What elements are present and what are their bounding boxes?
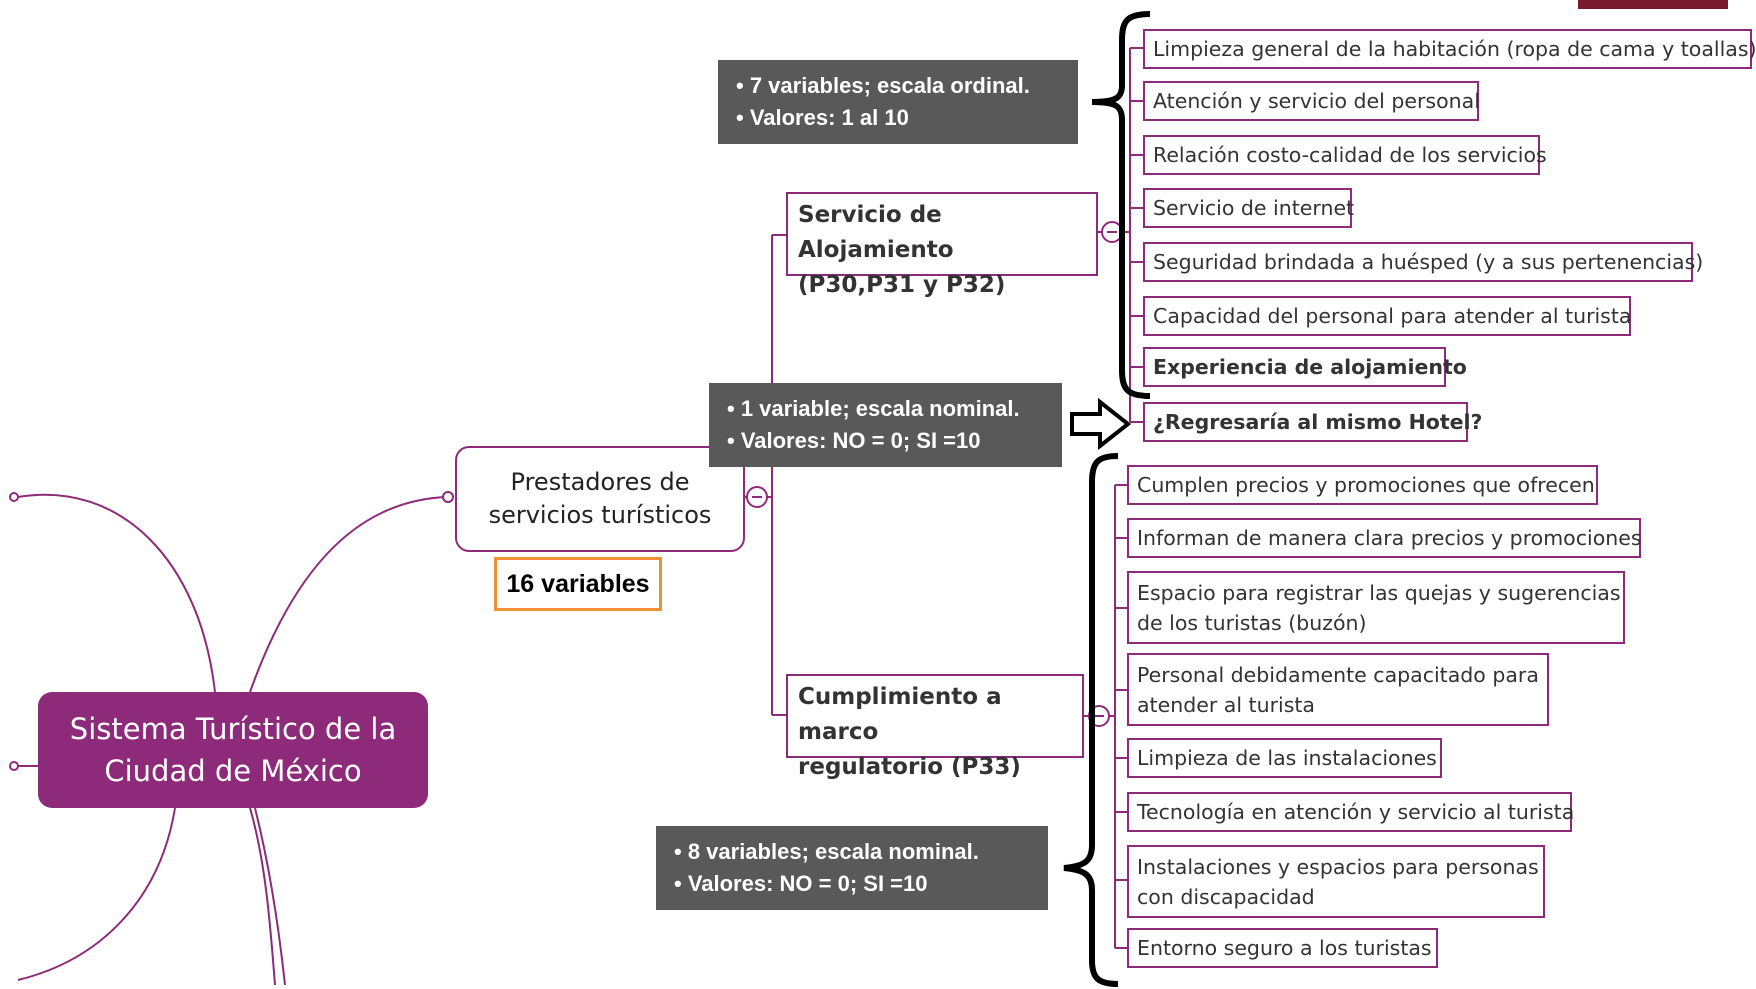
leaf-alojamiento[interactable]: Servicio de internet — [1143, 188, 1355, 228]
leaf-marco[interactable]: Limpieza de las instalaciones — [1127, 738, 1442, 778]
brace-bottom — [1063, 453, 1119, 987]
middle-line2: servicios turísticos — [488, 501, 712, 529]
root-line1: Sistema Turístico de la — [69, 712, 397, 746]
leaf-marco[interactable]: Cumplen precios y promociones que ofrece… — [1127, 465, 1598, 505]
leaf-label: ¿Regresaría al mismo Hotel? — [1153, 410, 1483, 434]
leaf-label: de los turistas (buzón) — [1137, 610, 1367, 635]
leaf-regresaria[interactable]: ¿Regresaría al mismo Hotel? — [1143, 402, 1482, 442]
note-nominal-eight: • 8 variables; escala nominal. • Valores… — [656, 826, 1048, 910]
leaf-label: Limpieza general de la habitación (ropa … — [1153, 37, 1756, 61]
leaf-label: Experiencia de alojamiento — [1153, 355, 1467, 379]
leaf-alojamiento[interactable]: Experiencia de alojamiento — [1143, 347, 1467, 387]
leaf-alojamiento[interactable]: Relación costo-calidad de los servicios — [1143, 135, 1547, 175]
branch-alojamiento[interactable]: Servicio de Alojamiento (P30,P31 y P32) — [786, 192, 1098, 298]
leaf-label: Cumplen precios y promociones que ofrece… — [1137, 473, 1595, 497]
leaf-marco[interactable]: Espacio para registrar las quejas y suge… — [1127, 571, 1625, 644]
branch-marco-line2: regulatorio (P33) — [798, 754, 1021, 780]
note-line: • 7 variables; escala ordinal. — [736, 73, 1030, 98]
leaf-label: Entorno seguro a los turistas — [1137, 936, 1432, 960]
branch-marco[interactable]: Cumplimiento a marco regulatorio (P33) — [786, 674, 1084, 780]
leaf-label: Servicio de internet — [1153, 196, 1355, 220]
note-line: • 8 variables; escala nominal. — [674, 839, 979, 864]
leaf-label: Capacidad del personal para atender al t… — [1153, 304, 1632, 328]
leaf-label: Atención y servicio del personal — [1153, 89, 1480, 113]
root-connector — [17, 493, 216, 693]
leaf-marco[interactable]: Tecnología en atención y servicio al tur… — [1127, 792, 1575, 832]
leaf-marco[interactable]: Personal debidamente capacitado para ate… — [1127, 653, 1549, 726]
brace-top — [1091, 11, 1151, 399]
note-ordinal: • 7 variables; escala ordinal. • Valores… — [718, 60, 1078, 144]
root-line2: Ciudad de México — [104, 754, 362, 788]
note-line: • Valores: 1 al 10 — [736, 105, 909, 130]
variables-badge: 16 variables — [494, 557, 662, 611]
leaf-alojamiento[interactable]: Atención y servicio del personal — [1143, 81, 1480, 121]
leaf-label: Tecnología en atención y servicio al tur… — [1137, 800, 1575, 824]
leaf-alojamiento[interactable]: Limpieza general de la habitación (ropa … — [1143, 29, 1756, 69]
leaf-alojamiento[interactable]: Capacidad del personal para atender al t… — [1143, 296, 1631, 336]
leaf-label: Informan de manera clara precios y promo… — [1137, 526, 1642, 550]
leaf-marco[interactable]: Entorno seguro a los turistas — [1127, 928, 1438, 968]
leaf-alojamiento[interactable]: Seguridad brindada a huésped (y a sus pe… — [1143, 242, 1703, 282]
note-nominal-one: • 1 variable; escala nominal. • Valores:… — [709, 383, 1062, 467]
note-line: • Valores: NO = 0; SI =10 — [674, 871, 928, 896]
root-to-middle-connector — [249, 496, 449, 693]
leaf-label: atender al turista — [1137, 692, 1315, 717]
leaf-label: Espacio para registrar las quejas y suge… — [1137, 580, 1621, 605]
middle-node[interactable]: Prestadores de servicios turísticos — [455, 446, 745, 552]
root-node[interactable]: Sistema Turístico de la Ciudad de México — [38, 692, 428, 808]
leaf-label: Instalaciones y espacios para personas — [1137, 854, 1539, 879]
leaf-marco[interactable]: Informan de manera clara precios y promo… — [1127, 518, 1642, 558]
branch-marco-line1: Cumplimiento a marco — [798, 684, 1002, 745]
branch-alojamiento-line1: Servicio de Alojamiento — [798, 202, 954, 263]
branch-alojamiento-line2: (P30,P31 y P32) — [798, 272, 1006, 298]
ipn-logo — [1578, 0, 1728, 9]
leaf-label: Limpieza de las instalaciones — [1137, 746, 1437, 770]
leaf-label: Personal debidamente capacitado para — [1137, 662, 1539, 687]
note-line: • 1 variable; escala nominal. — [727, 396, 1020, 421]
middle-line1: Prestadores de — [510, 468, 690, 496]
note-line: • Valores: NO = 0; SI =10 — [727, 428, 981, 453]
leaf-label: Relación costo-calidad de los servicios — [1153, 143, 1547, 167]
leaf-label: Seguridad brindada a huésped (y a sus pe… — [1153, 250, 1704, 274]
leaf-label: con discapacidad — [1137, 884, 1315, 909]
leaf-marco[interactable]: Instalaciones y espacios para personas c… — [1127, 845, 1545, 918]
arrow-icon — [1070, 397, 1132, 451]
